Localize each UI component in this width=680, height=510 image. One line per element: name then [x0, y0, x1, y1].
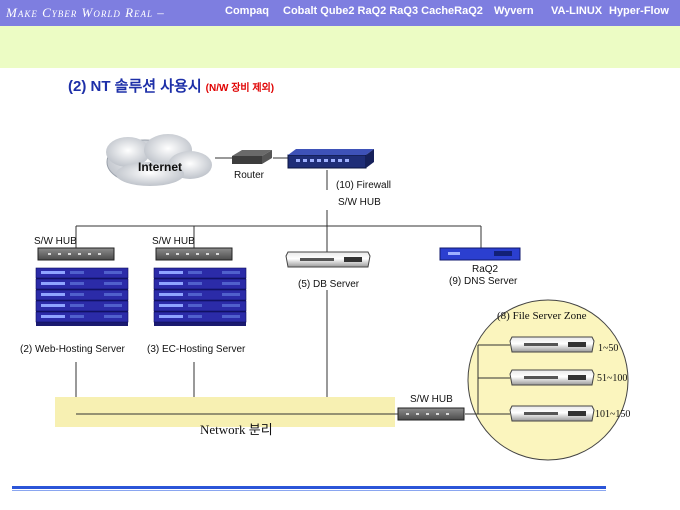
hub-bottom-label: S/W HUB: [410, 394, 453, 405]
ec-hosting-server-stack-icon: [153, 267, 247, 326]
internet-label: Internet: [138, 160, 183, 174]
range-51-100-label: 51~100: [597, 373, 628, 384]
nav-link-cobalt[interactable]: Cobalt Qube2 RaQ2 RaQ3 CacheRaQ2: [283, 5, 483, 17]
internet-cloud-icon: [106, 134, 212, 186]
db-server-icon: [285, 251, 371, 268]
file-zone-label: (8) File Server Zone: [497, 310, 587, 322]
firewall-label: (10) Firewall: [336, 180, 392, 191]
header-band: [0, 26, 680, 68]
raq2-label: RaQ2: [472, 264, 499, 275]
web-hosting-server-stack-icon: [35, 267, 129, 326]
router-label: Router: [234, 170, 265, 181]
sw-hub-mid-icon: [155, 247, 233, 261]
sw-hub-bottom-icon: [397, 407, 465, 421]
firewall-icon: [287, 149, 374, 169]
file-server-1-icon: [509, 336, 595, 353]
page-title-note: (N/W 장비 제외): [205, 83, 275, 94]
file-server-3-icon: [509, 405, 595, 422]
router-icon: [232, 150, 272, 164]
page-title: (2) NT 솔루션 사용시(N/W 장비 제외): [68, 75, 274, 96]
nav-link-hyper-flow[interactable]: Hyper-Flow: [609, 5, 669, 17]
network-separation-label: Network 분리: [200, 422, 273, 437]
db-server-label: (5) DB Server: [298, 279, 360, 290]
connection-lines: [75, 157, 510, 415]
network-separation-zone: [55, 397, 395, 427]
range-101-150-label: 101~150: [595, 409, 631, 420]
hub-left-label: S/W HUB: [34, 236, 77, 247]
top-nav-bar: [0, 0, 680, 26]
page-title-main: (2) NT 솔루션 사용시: [68, 78, 202, 95]
hub-top-label: S/W HUB: [338, 197, 381, 208]
web-hosting-label: (2) Web-Hosting Server: [20, 344, 125, 355]
range-1-50-label: 1~50: [598, 343, 619, 354]
nav-link-wyvern[interactable]: Wyvern: [494, 5, 534, 17]
footer-divider: [12, 486, 606, 489]
ec-hosting-label: (3) EC-Hosting Server: [147, 344, 246, 355]
sw-hub-left-icon: [37, 247, 115, 261]
file-server-2-icon: [509, 369, 595, 386]
dns-server-label: (9) DNS Server: [449, 276, 518, 287]
raq2-server-icon: [439, 247, 521, 261]
nav-link-va-linux[interactable]: VA-LINUX: [551, 5, 603, 17]
hub-mid-label: S/W HUB: [152, 236, 195, 247]
brand-slogan: Make Cyber World Real –: [6, 5, 165, 20]
nav-link-compaq[interactable]: Compaq: [225, 5, 269, 17]
